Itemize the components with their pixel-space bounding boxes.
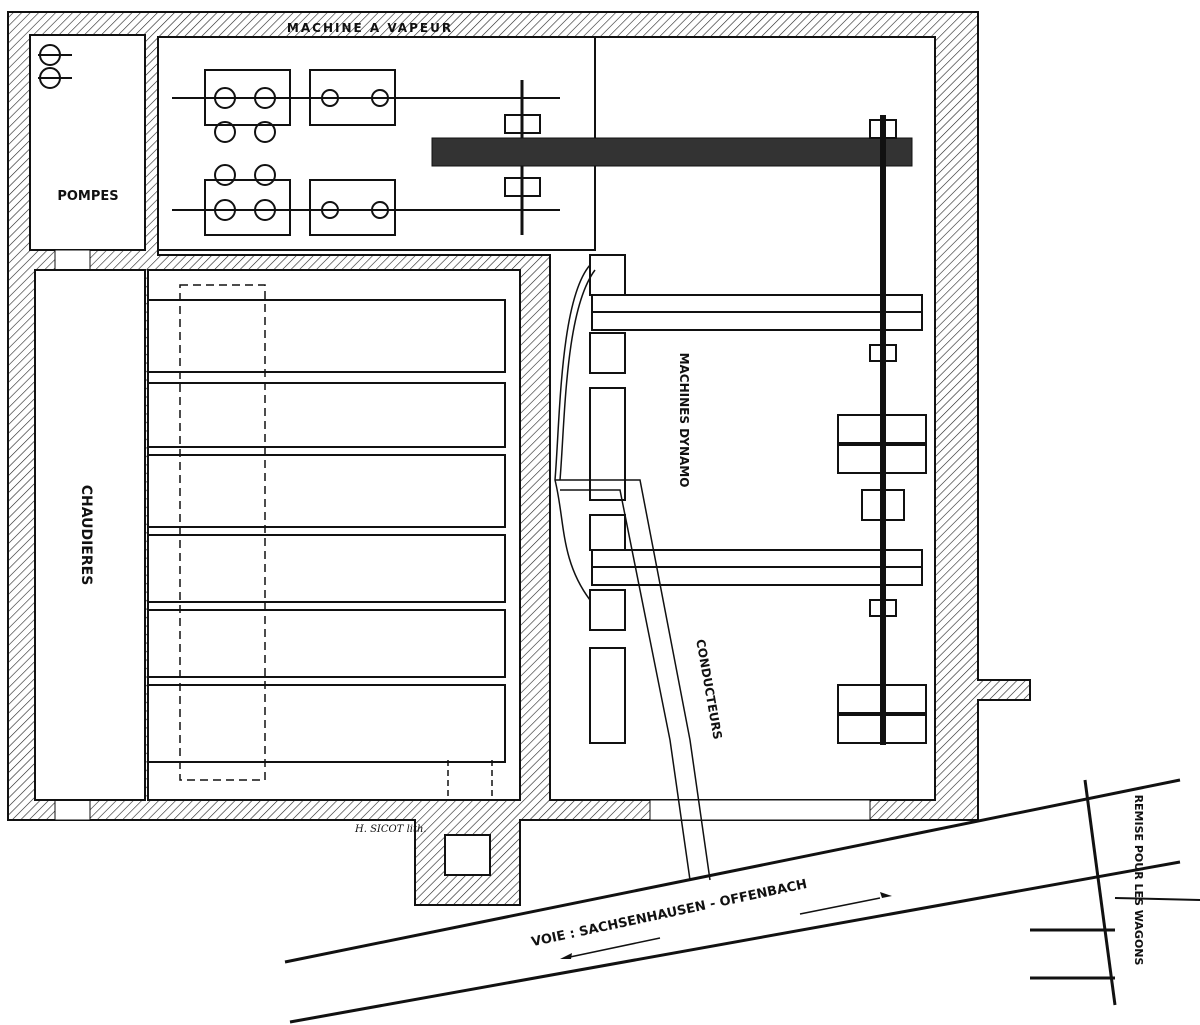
depot-label: REMISE POUR LES WAGONS bbox=[1132, 795, 1145, 966]
lithographer-signature: H. SICOT lith. bbox=[354, 824, 427, 835]
steam-engine: MACHINE A VAPEUR bbox=[172, 21, 913, 236]
boiler bbox=[147, 454, 506, 528]
conductors: CONDUCTEURS bbox=[554, 264, 725, 881]
conductors-label: CONDUCTEURS bbox=[693, 638, 724, 740]
track-label: VOIE : SACHSENHAUSEN - OFFENBACH bbox=[530, 877, 808, 950]
boiler bbox=[147, 609, 506, 678]
boiler bbox=[147, 382, 506, 448]
boiler bbox=[147, 534, 506, 603]
dynamos-label-text: MACHINES DYNAMO bbox=[677, 353, 691, 488]
boiler bbox=[147, 684, 506, 763]
boiler-room: CHAUDIERES bbox=[34, 269, 506, 801]
boiler bbox=[147, 299, 506, 373]
dynamos-label: MACHINES DYNAMO bbox=[677, 353, 691, 488]
pumps-label: POMPES bbox=[57, 189, 118, 204]
dynamo-room: MACHINES DYNAMO bbox=[589, 115, 927, 745]
pumps-room: POMPES bbox=[38, 44, 119, 204]
steam-engine-label: MACHINE A VAPEUR bbox=[287, 21, 453, 35]
boilers-label: CHAUDIERES bbox=[78, 485, 94, 586]
